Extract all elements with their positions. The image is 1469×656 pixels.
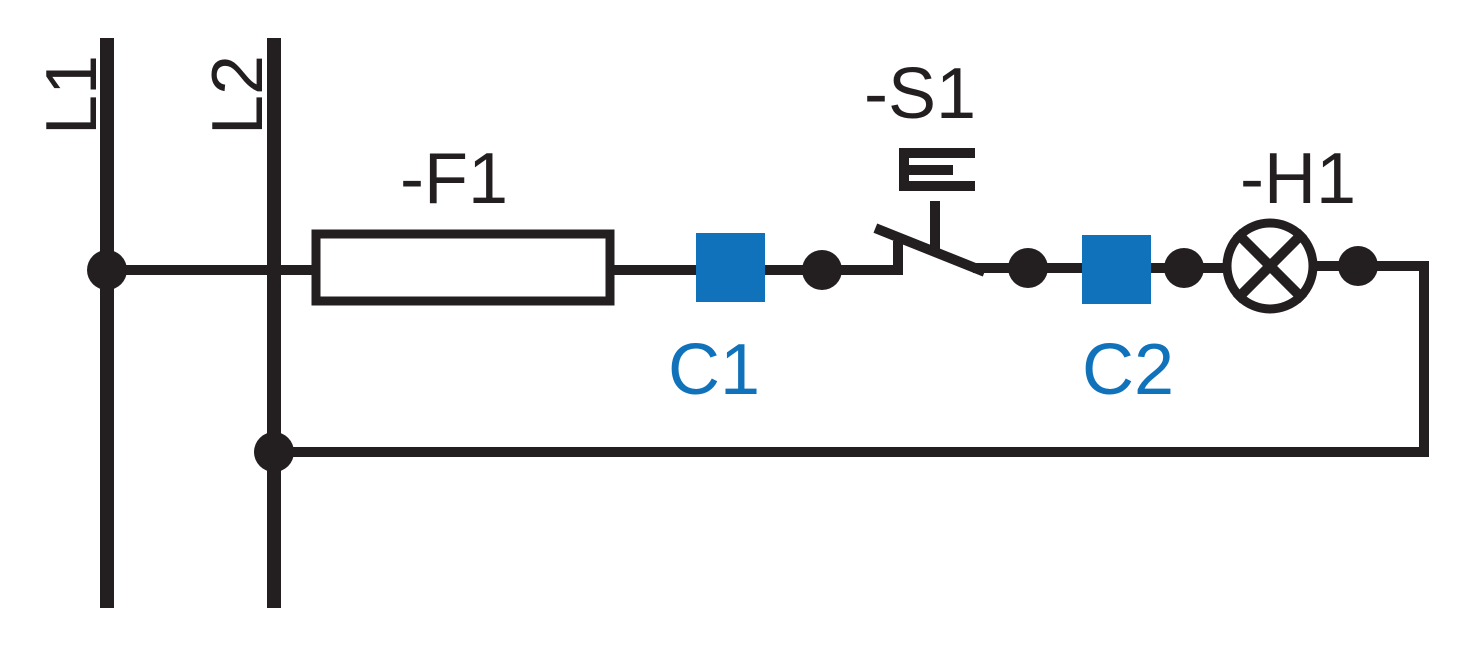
connector-c2-square <box>1082 235 1151 304</box>
fuse-label: -F1 <box>400 139 508 219</box>
junction-l2-dot <box>254 432 294 472</box>
terminal-dot-2 <box>1008 248 1048 288</box>
rail-l2-label: L2 <box>198 55 278 135</box>
junction-l1-dot <box>87 250 127 290</box>
connector-c1-square <box>696 233 765 302</box>
terminal-dot-4 <box>1338 246 1378 286</box>
terminal-dot-3 <box>1164 248 1204 288</box>
fuse-symbol <box>311 229 615 306</box>
terminal-dot-1 <box>802 250 842 290</box>
switch-contact <box>873 223 987 277</box>
connector-c1-label: C1 <box>668 330 760 410</box>
lamp-label: -H1 <box>1240 139 1356 219</box>
rail-l1-label: L1 <box>32 55 112 135</box>
lamp-cross-b <box>1232 228 1308 304</box>
connector-c2-label: C2 <box>1082 330 1174 410</box>
switch-actuator-icon <box>899 148 975 191</box>
switch-label: -S1 <box>864 54 976 134</box>
